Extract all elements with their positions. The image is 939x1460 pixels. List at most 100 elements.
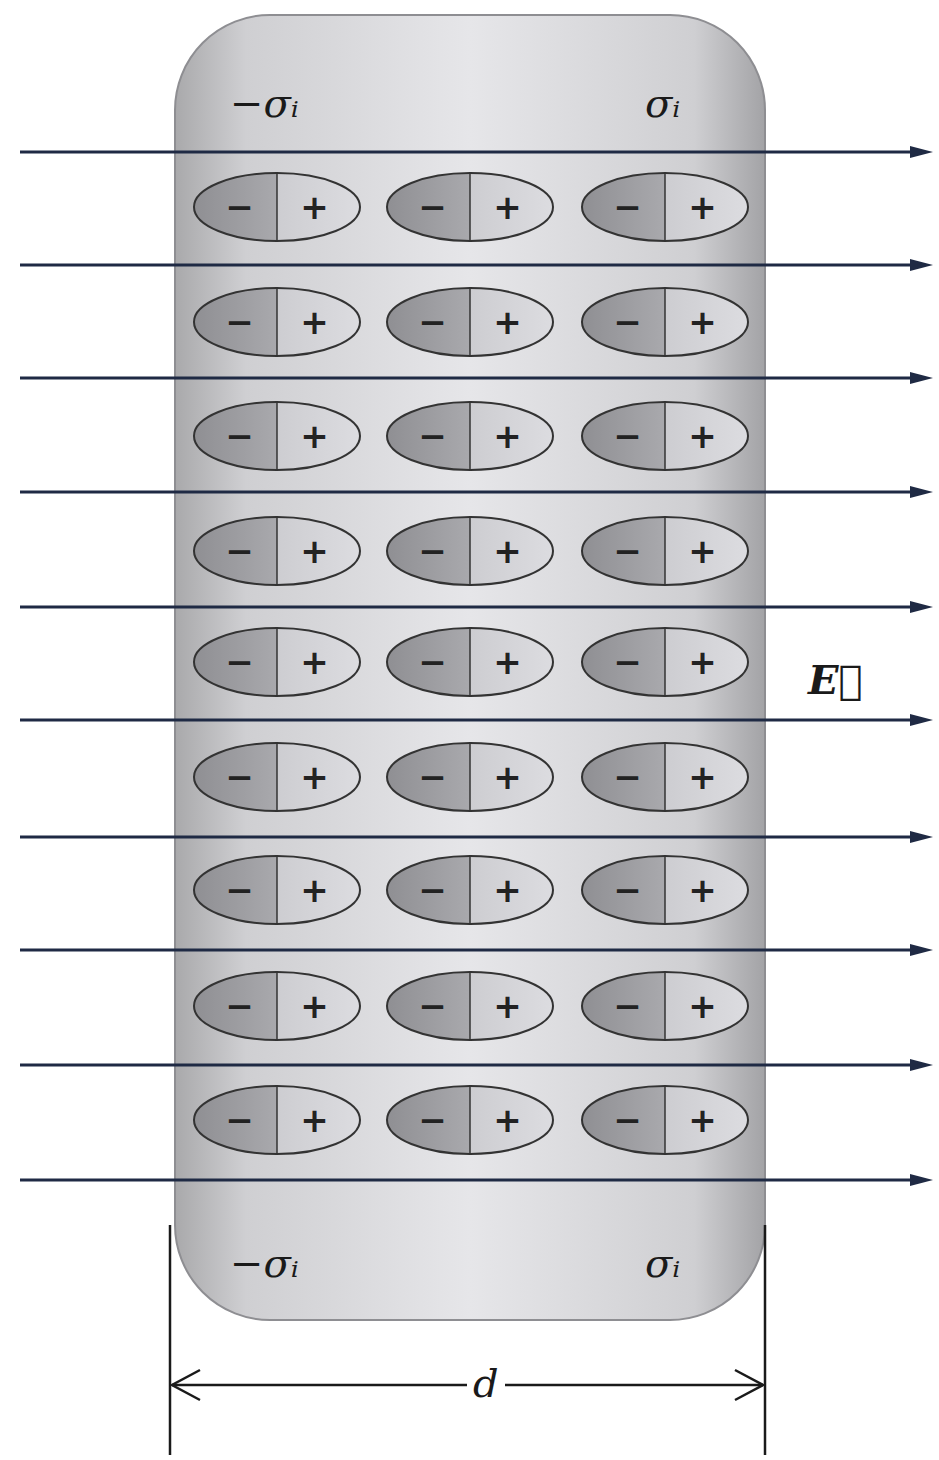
polarized-molecule: −+: [385, 400, 555, 472]
negative-charge: −: [225, 989, 254, 1023]
polarized-molecule: −+: [192, 626, 362, 698]
negative-charge: −: [418, 873, 447, 907]
negative-charge: −: [418, 190, 447, 224]
negative-charge: −: [613, 305, 642, 339]
negative-charge: −: [613, 534, 642, 568]
negative-charge: −: [225, 534, 254, 568]
molecule-outline: [192, 626, 362, 698]
molecule-outline: [385, 854, 555, 926]
molecule-outline: [580, 741, 750, 813]
negative-charge: −: [418, 645, 447, 679]
positive-charge: +: [688, 760, 717, 794]
molecule-outline: [385, 1084, 555, 1156]
positive-charge: +: [300, 419, 329, 453]
negative-charge: −: [418, 305, 447, 339]
surface-charge-label: σᵢ: [645, 83, 680, 123]
molecule-outline: [385, 741, 555, 813]
positive-charge: +: [688, 873, 717, 907]
polarized-molecule: −+: [385, 970, 555, 1042]
molecule-outline: [580, 286, 750, 358]
positive-charge: +: [688, 1103, 717, 1137]
molecule-outline: [192, 1084, 362, 1156]
field-line: [20, 606, 915, 609]
molecule-outline: [192, 400, 362, 472]
positive-charge: +: [493, 873, 522, 907]
positive-charge: +: [300, 1103, 329, 1137]
polarized-molecule: −+: [580, 1084, 750, 1156]
negative-charge: −: [418, 1103, 447, 1137]
positive-charge: +: [300, 305, 329, 339]
molecule-outline: [192, 854, 362, 926]
surface-charge-label: −σᵢ: [230, 1243, 299, 1283]
molecule-outline: [385, 400, 555, 472]
field-line: [20, 1179, 915, 1182]
field-arrowhead: [910, 1059, 933, 1071]
molecule-outline: [192, 741, 362, 813]
positive-charge: +: [300, 873, 329, 907]
molecule-outline: [580, 515, 750, 587]
dielectric-slab: −σᵢσᵢ−σᵢσᵢ−+−+−+−+−+−+−+−+−+−+−+−+−+−+−+…: [175, 15, 765, 1320]
molecule-outline: [580, 854, 750, 926]
polarized-molecule: −+: [192, 515, 362, 587]
field-arrowhead: [910, 146, 933, 158]
surface-charge-label: −σᵢ: [230, 83, 299, 123]
negative-charge: −: [613, 1103, 642, 1137]
negative-charge: −: [225, 305, 254, 339]
molecule-outline: [192, 171, 362, 243]
positive-charge: +: [493, 190, 522, 224]
molecule-outline: [580, 400, 750, 472]
positive-charge: +: [688, 645, 717, 679]
positive-charge: +: [493, 760, 522, 794]
molecule-outline: [385, 970, 555, 1042]
polarized-molecule: −+: [580, 400, 750, 472]
polarized-molecule: −+: [580, 854, 750, 926]
polarized-molecule: −+: [385, 171, 555, 243]
negative-charge: −: [613, 419, 642, 453]
negative-charge: −: [418, 534, 447, 568]
polarized-molecule: −+: [580, 515, 750, 587]
negative-charge: −: [225, 1103, 254, 1137]
molecule-outline: [385, 626, 555, 698]
negative-charge: −: [418, 989, 447, 1023]
polarized-molecule: −+: [192, 854, 362, 926]
positive-charge: +: [493, 645, 522, 679]
positive-charge: +: [493, 305, 522, 339]
field-line: [20, 377, 915, 380]
negative-charge: −: [225, 190, 254, 224]
field-arrowhead: [910, 1174, 933, 1186]
field-arrowhead: [910, 259, 933, 271]
field-arrowhead: [910, 486, 933, 498]
polarized-molecule: −+: [385, 515, 555, 587]
positive-charge: +: [688, 190, 717, 224]
negative-charge: −: [613, 760, 642, 794]
field-line: [20, 836, 915, 839]
polarized-molecule: −+: [192, 1084, 362, 1156]
polarized-molecule: −+: [580, 286, 750, 358]
polarized-molecule: −+: [192, 171, 362, 243]
molecule-outline: [385, 286, 555, 358]
positive-charge: +: [493, 1103, 522, 1137]
polarized-molecule: −+: [192, 286, 362, 358]
molecule-outline: [192, 970, 362, 1042]
field-line: [20, 151, 915, 154]
molecule-outline: [580, 970, 750, 1042]
positive-charge: +: [493, 419, 522, 453]
negative-charge: −: [418, 760, 447, 794]
negative-charge: −: [613, 190, 642, 224]
field-line: [20, 264, 915, 267]
negative-charge: −: [613, 989, 642, 1023]
field-label: E⃗: [808, 660, 863, 700]
molecule-outline: [192, 515, 362, 587]
polarized-molecule: −+: [580, 741, 750, 813]
molecule-outline: [580, 1084, 750, 1156]
field-line: [20, 719, 915, 722]
polarized-molecule: −+: [192, 400, 362, 472]
positive-charge: +: [688, 305, 717, 339]
surface-charge-label: σᵢ: [645, 1243, 680, 1283]
molecule-outline: [580, 171, 750, 243]
molecule-outline: [580, 626, 750, 698]
field-line: [20, 949, 915, 952]
negative-charge: −: [225, 645, 254, 679]
positive-charge: +: [300, 645, 329, 679]
polarized-molecule: −+: [385, 1084, 555, 1156]
